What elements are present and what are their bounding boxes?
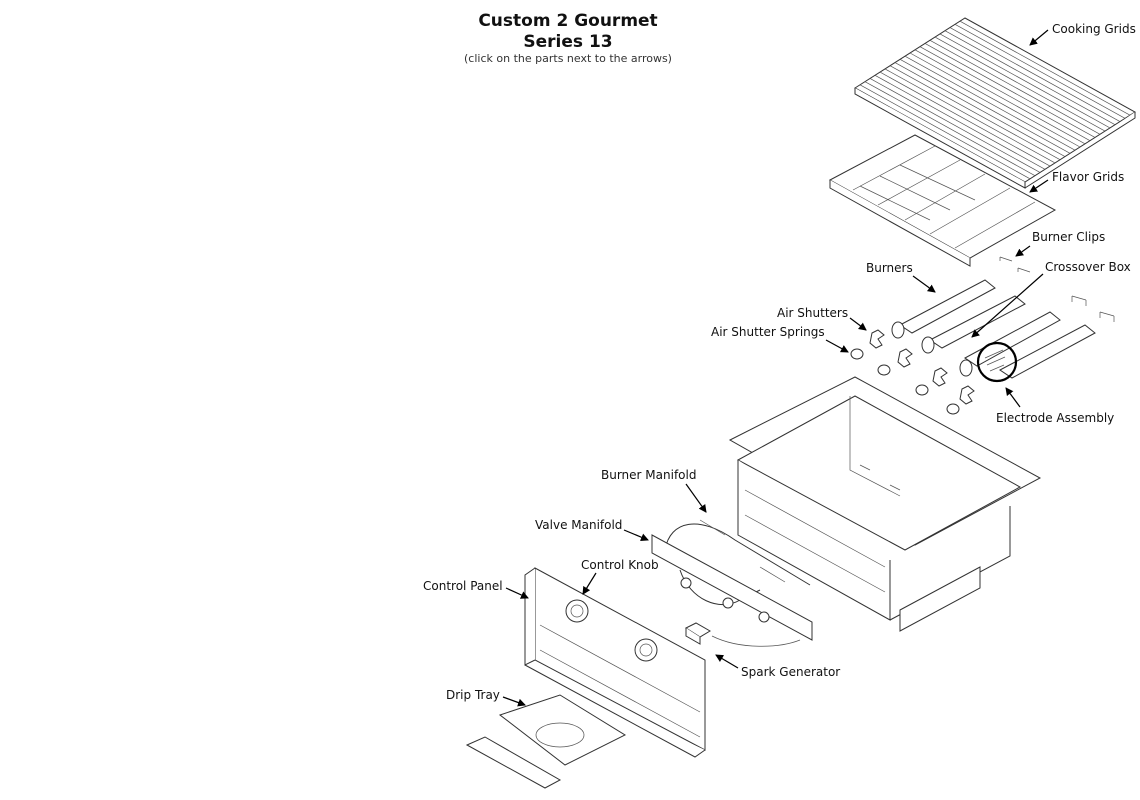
burners-part[interactable] — [891, 279, 1096, 379]
label-burner-manifold[interactable]: Burner Manifold — [601, 468, 697, 482]
cooking-grid-bar — [864, 81, 1036, 176]
cooking-grid-bar — [924, 43, 1096, 138]
crossover-box-part[interactable] — [976, 341, 1018, 383]
diagram-series: Series 13 — [523, 32, 613, 52]
cooking-grid-bar — [874, 74, 1046, 170]
cooking-grid-bar — [959, 20, 1131, 116]
label-valve-manifold[interactable]: Valve Manifold — [535, 518, 623, 532]
cooking-grid-bar — [859, 84, 1031, 180]
cooking-grid-bar — [929, 39, 1101, 135]
label-air-shutters[interactable]: Air Shutters — [777, 306, 849, 320]
label-air-shutter-springs[interactable]: Air Shutter Springs — [711, 325, 825, 339]
cooking-grid-bar — [939, 33, 1111, 129]
control-knob-part[interactable] — [565, 599, 658, 662]
label-burners[interactable]: Burners — [866, 261, 913, 275]
label-drip-tray[interactable]: Drip Tray — [446, 688, 500, 702]
cooking-grid-bar — [884, 68, 1056, 164]
cooking-grid-bar — [914, 49, 1086, 145]
firebox-part — [728, 376, 1042, 632]
spark-generator-part[interactable] — [684, 622, 801, 647]
leader-arrows — [502, 29, 1049, 707]
label-burner-clips[interactable]: Burner Clips — [1032, 230, 1106, 244]
cooking-grid-bar — [889, 65, 1061, 161]
cooking-grid-bar — [869, 78, 1041, 173]
cooking-grid-bar — [954, 24, 1126, 119]
cooking-grid-bar — [944, 30, 1116, 126]
label-crossover-box[interactable]: Crossover Box — [1045, 260, 1131, 274]
drip-tray-part[interactable] — [465, 694, 627, 789]
label-electrode-assembly[interactable]: Electrode Assembly — [996, 411, 1115, 425]
cooking-grid-bar — [949, 27, 1121, 122]
label-control-knob[interactable]: Control Knob — [581, 558, 659, 572]
cooking-grid-bar — [879, 71, 1051, 167]
label-spark-generator[interactable]: Spark Generator — [741, 665, 841, 679]
diagram-title: Custom 2 Gourmet — [478, 11, 658, 31]
cooking-grid-bar — [904, 55, 1076, 151]
air-shutter-springs-part[interactable] — [850, 348, 960, 415]
air-shutters-part[interactable] — [869, 329, 975, 405]
cooking-grid-bar — [919, 46, 1091, 141]
label-control-panel[interactable]: Control Panel — [423, 579, 503, 593]
diagram-instructions: (click on the parts next to the arrows) — [464, 52, 672, 65]
cooking-grids-part[interactable] — [854, 17, 1136, 189]
cooking-grid-bar — [899, 59, 1071, 154]
burner-clips-part[interactable] — [999, 256, 1115, 322]
valve-manifold-part[interactable] — [651, 534, 813, 641]
label-flavor-grids[interactable]: Flavor Grids — [1052, 170, 1125, 184]
cooking-grid-bar — [909, 52, 1081, 148]
cooking-grid-bar — [894, 62, 1066, 157]
flavor-grids-part[interactable] — [828, 134, 1057, 267]
cooking-grid-bar — [934, 36, 1106, 132]
label-cooking-grids[interactable]: Cooking Grids — [1052, 22, 1136, 36]
